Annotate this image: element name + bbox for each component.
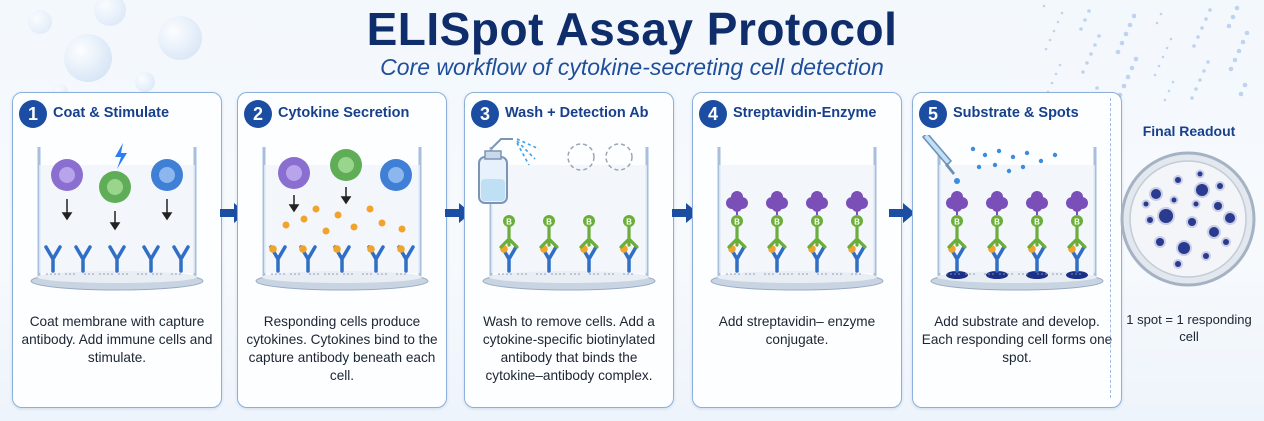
svg-text:B: B	[1034, 218, 1040, 227]
flow-arrow-3	[672, 203, 698, 223]
spray-lines	[516, 138, 540, 166]
svg-text:B: B	[774, 218, 780, 227]
down-arrows	[61, 199, 173, 231]
enzyme-conjugates	[946, 191, 1088, 215]
page-subtitle: Core workflow of cytokine-secreting cell…	[380, 54, 884, 80]
wash-bottle-icon	[478, 138, 513, 204]
immune-cells	[51, 159, 183, 203]
well-frame	[930, 147, 1104, 291]
bound-cytokines	[269, 245, 405, 253]
svg-text:B: B	[954, 218, 960, 227]
svg-text:B: B	[994, 218, 1000, 227]
step-3-title: Wash + Detection Ab	[505, 105, 649, 121]
step-3-description: Wash to remove cells. Add a cytokine-spe…	[482, 314, 656, 383]
step-2-badge: 2	[244, 100, 272, 128]
page-title: ELISpot Assay Protocol	[366, 3, 898, 55]
removed-cells	[567, 143, 633, 171]
step-4-title: Streptavidin-Enzyme	[733, 105, 877, 121]
step-2-panel: 2 Cytokine Secretion Responding cells pr…	[237, 92, 447, 408]
svg-text:B: B	[814, 218, 820, 227]
immune-cells	[278, 149, 412, 191]
step-5-description: Add substrate and develop. Each respondi…	[921, 314, 1113, 365]
step-2-title: Cytokine Secretion	[278, 105, 410, 121]
final-readout-title: Final Readout	[1142, 123, 1236, 139]
stimulus-bolt-icon	[115, 143, 127, 169]
svg-text:B: B	[506, 218, 512, 227]
pipette-icon	[921, 135, 955, 175]
step-4-panel: 4 Streptavidin-Enzyme B B B B Add streptavi…	[692, 92, 902, 408]
step-2-description: Responding cells produce cytokines. Cyto…	[246, 314, 438, 383]
decorative-bubbles	[28, 0, 202, 100]
cytokines	[282, 205, 406, 235]
well-frame	[710, 147, 884, 291]
svg-text:B: B	[626, 218, 632, 227]
divider	[1110, 98, 1111, 398]
step-5-badge: 5	[919, 100, 947, 128]
petri-dish-readout	[1120, 151, 1256, 287]
svg-text:B: B	[1074, 218, 1080, 227]
step-3-badge: 3	[471, 100, 499, 128]
step-1-badge: 1	[19, 100, 47, 128]
svg-text:B: B	[734, 218, 740, 227]
step-5-panel: 5 Substrate & Spots B B B B Add substrate a…	[912, 92, 1122, 408]
decorative-dots	[1042, 4, 1250, 102]
substrate-drops	[954, 146, 1058, 184]
step-1-title: Coat & Stimulate	[53, 105, 170, 121]
final-readout-caption: 1 spot = 1 responding cell	[1126, 312, 1252, 344]
flow-arrow-4	[889, 203, 915, 223]
svg-text:B: B	[546, 218, 552, 227]
step-4-badge: 4	[699, 100, 727, 128]
well-frame	[255, 147, 429, 291]
step-2-illustration	[255, 147, 429, 291]
svg-text:B: B	[854, 218, 860, 227]
well-frame	[482, 147, 656, 291]
developed-spots	[946, 271, 1088, 279]
step-4-description: Add streptavidin– enzyme conjugate.	[718, 314, 876, 347]
enzyme-conjugates	[726, 191, 868, 215]
down-arrows	[288, 187, 352, 213]
step-1-illustration	[30, 143, 204, 291]
step-1-panel: 1 Coat & Stimulate Coat membrane with ca…	[12, 92, 222, 408]
capture-antibodies	[44, 245, 190, 273]
step-3-panel: 3 Wash + Detection Ab B B B B Wash to remov…	[464, 92, 674, 408]
step-1-description: Coat membrane with capture antibody. Add…	[21, 314, 213, 365]
svg-text:B: B	[586, 218, 592, 227]
readout-spots	[1141, 169, 1237, 269]
step-5-title: Substrate & Spots	[953, 105, 1079, 121]
